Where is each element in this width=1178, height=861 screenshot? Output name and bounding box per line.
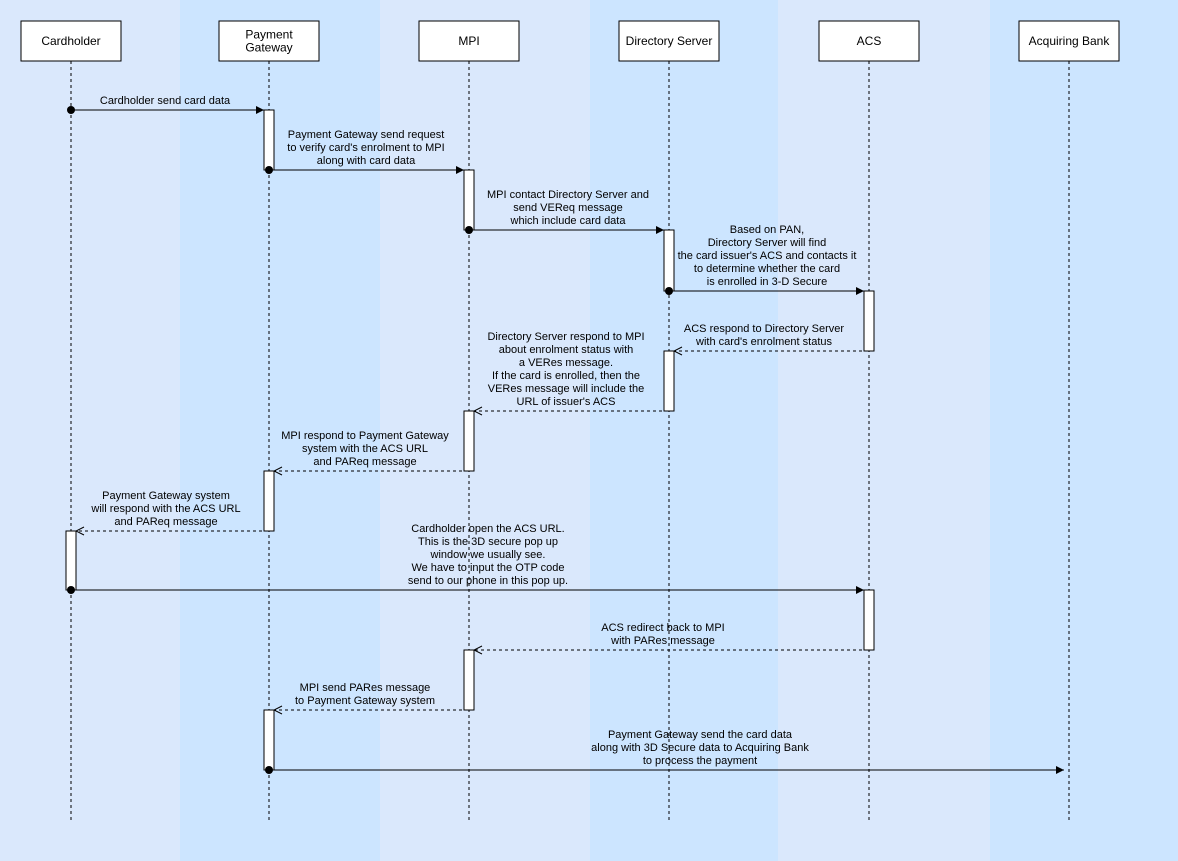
participant-acquiring-bank[interactable]: Acquiring Bank bbox=[1018, 20, 1120, 62]
message-label: Directory Server respond to MPI bbox=[487, 331, 644, 343]
message-label: Cardholder open the ACS URL. bbox=[411, 523, 564, 535]
participant-label: Directory Server bbox=[626, 34, 713, 48]
participant-box[interactable] bbox=[818, 20, 920, 62]
message-label: MPI respond to Payment Gateway bbox=[281, 430, 449, 442]
message-label: to determine whether the card bbox=[694, 263, 840, 275]
participant-cardholder[interactable]: Cardholder bbox=[20, 20, 122, 62]
message-label: which include card data bbox=[510, 215, 627, 227]
swimlane-payment-gateway bbox=[180, 0, 380, 861]
swimlane-acs bbox=[778, 0, 990, 861]
message-label: VERes message will include the bbox=[488, 383, 645, 395]
message-start-dot bbox=[465, 226, 473, 234]
activation-bar-cardholder bbox=[65, 530, 77, 591]
activation-bar-payment-gateway bbox=[263, 709, 275, 771]
message-start-dot bbox=[265, 166, 273, 174]
activation-bar-directory-server bbox=[663, 229, 675, 292]
swimlane-acquiring-bank bbox=[990, 0, 1178, 861]
activation-bar-payment-gateway bbox=[263, 470, 275, 532]
message-9: Cardholder open the ACS URL.This is the … bbox=[67, 523, 864, 594]
activation-bar-payment-gateway bbox=[263, 109, 275, 171]
participant-label: ACS bbox=[857, 34, 882, 48]
message-label: ACS respond to Directory Server bbox=[684, 323, 845, 335]
activation-bar-mpi bbox=[463, 410, 475, 472]
message-label: URL of issuer's ACS bbox=[517, 396, 616, 408]
message-label: We have to input the OTP code bbox=[411, 562, 564, 574]
participant-box[interactable] bbox=[218, 20, 320, 62]
activation-bars bbox=[65, 109, 875, 771]
message-label: to verify card's enrolment to MPI bbox=[287, 142, 444, 154]
message-label: send to our phone in this pop up. bbox=[408, 575, 568, 587]
participant-directory-server[interactable]: Directory Server bbox=[618, 20, 720, 62]
message-12: Payment Gateway send the card dataalong … bbox=[265, 729, 1064, 774]
message-label: along with card data bbox=[317, 155, 416, 167]
message-label: to Payment Gateway system bbox=[295, 695, 435, 707]
message-label: MPI send PARes message bbox=[300, 682, 431, 694]
message-label: about enrolment status with bbox=[499, 344, 634, 356]
message-start-dot bbox=[665, 287, 673, 295]
message-label: to process the payment bbox=[643, 755, 757, 767]
message-label: This is the 3D secure pop up bbox=[418, 536, 558, 548]
message-1: Cardholder send card data bbox=[67, 95, 264, 114]
swimlane-directory-server bbox=[590, 0, 778, 861]
message-label: will respond with the ACS URL bbox=[90, 503, 240, 515]
message-label: Payment Gateway send request bbox=[288, 129, 445, 141]
participant-acs[interactable]: ACS bbox=[818, 20, 920, 62]
activation-bar-acs bbox=[863, 589, 875, 651]
swimlane-mpi bbox=[380, 0, 590, 861]
message-label: Payment Gateway send the card data bbox=[608, 729, 793, 741]
message-label: Directory Server will find bbox=[708, 237, 827, 249]
participant-box[interactable] bbox=[418, 20, 520, 62]
participant-mpi[interactable]: MPI bbox=[418, 20, 520, 62]
participant-box[interactable] bbox=[618, 20, 720, 62]
activation-bar-mpi bbox=[463, 169, 475, 231]
message-4: Based on PAN,Directory Server will findt… bbox=[665, 224, 864, 295]
message-start-dot bbox=[265, 766, 273, 774]
message-label: with PARes message bbox=[610, 635, 715, 647]
participant-box[interactable] bbox=[20, 20, 122, 62]
message-label: the card issuer's ACS and contacts it bbox=[678, 250, 857, 262]
participant-label: Cardholder bbox=[41, 34, 100, 48]
message-start-dot bbox=[67, 106, 75, 114]
activation-bar-mpi bbox=[463, 649, 475, 711]
message-label: MPI contact Directory Server and bbox=[487, 189, 649, 201]
participant-label: Payment bbox=[245, 28, 293, 42]
participant-label: Acquiring Bank bbox=[1029, 34, 1111, 48]
swimlane-cardholder bbox=[0, 0, 180, 861]
message-label: and PAReq message bbox=[114, 516, 217, 528]
message-label: window we usually see. bbox=[430, 549, 546, 561]
message-label: a VERes message. bbox=[519, 357, 613, 369]
message-label: system with the ACS URL bbox=[302, 443, 428, 455]
message-label: and PAReq message bbox=[313, 456, 416, 468]
message-label: with card's enrolment status bbox=[695, 336, 832, 348]
message-label: Cardholder send card data bbox=[100, 95, 231, 107]
message-label: is enrolled in 3-D Secure bbox=[707, 276, 827, 288]
message-label: send VEReq message bbox=[513, 202, 622, 214]
activation-bar-directory-server bbox=[663, 350, 675, 412]
message-label: ACS redirect back to MPI bbox=[601, 622, 725, 634]
message-label: Payment Gateway system bbox=[102, 490, 230, 502]
participant-label: MPI bbox=[458, 34, 479, 48]
participant-box[interactable] bbox=[1018, 20, 1120, 62]
activation-bar-acs bbox=[863, 290, 875, 352]
message-label: If the card is enrolled, then the bbox=[492, 370, 640, 382]
message-label: along with 3D Secure data to Acquiring B… bbox=[591, 742, 809, 754]
message-start-dot bbox=[67, 586, 75, 594]
participant-label: Gateway bbox=[245, 41, 292, 55]
message-label: Based on PAN, bbox=[730, 224, 804, 236]
